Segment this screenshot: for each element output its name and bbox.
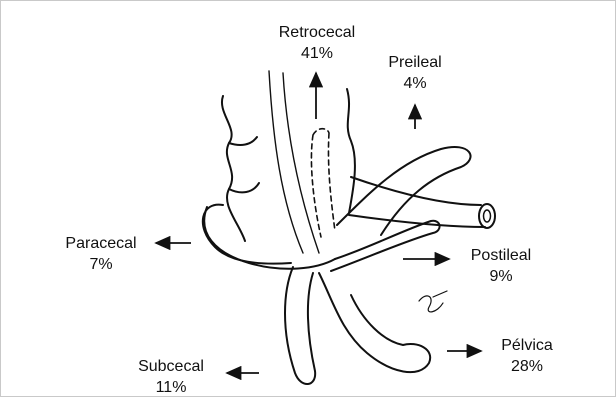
- label-preileal: Preileal 4%: [375, 52, 455, 94]
- colon-haustra: [229, 137, 259, 192]
- cecum-outline: [222, 96, 245, 241]
- appendix-pelvica: [319, 273, 430, 372]
- ileum-top: [351, 177, 481, 205]
- appendix-paracecal: [203, 205, 291, 264]
- label-paracecal: Paracecal 7%: [53, 233, 149, 275]
- ileum-opening: [479, 204, 495, 228]
- colon-right-wall: [347, 89, 355, 213]
- appendix-subcecal: [285, 267, 315, 384]
- label-postileal: Postileal 9%: [456, 245, 546, 287]
- appendix-retrocecal: [311, 129, 335, 237]
- label-retrocecal: Retrocecal 41%: [269, 22, 365, 64]
- label-subcecal: Subcecal 11%: [127, 356, 215, 398]
- cecum-base: [204, 207, 335, 269]
- artist-signature: [419, 291, 447, 312]
- label-pelvica: Pélvica 28%: [485, 335, 569, 377]
